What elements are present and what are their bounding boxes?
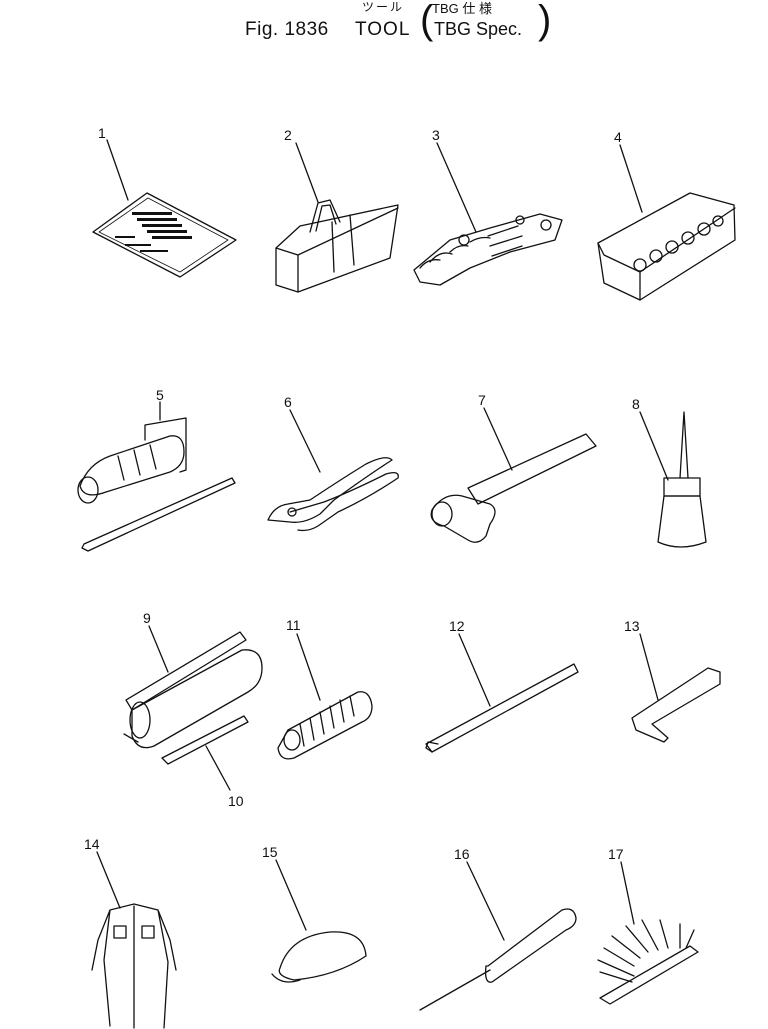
callout-4: 4	[614, 129, 622, 145]
grease-gun-icon	[123, 631, 263, 749]
leader-12	[458, 633, 491, 707]
tool-bag-icon	[275, 199, 399, 293]
callout-15: 15	[262, 844, 278, 860]
callout-12: 12	[449, 618, 465, 634]
callout-8: 8	[632, 396, 640, 412]
figure-number: Fig. 1836	[245, 19, 329, 40]
small-screwdriver-icon	[419, 908, 577, 1011]
leader-15	[275, 859, 307, 931]
callout-13: 13	[624, 618, 640, 634]
hammer-icon	[430, 433, 597, 543]
leader-9	[148, 625, 169, 673]
callout-7: 7	[478, 392, 486, 408]
figure-title: TOOL	[355, 19, 411, 40]
grease-cartridge-icon	[277, 691, 373, 760]
callout-2: 2	[284, 127, 292, 143]
callout-6: 6	[284, 394, 292, 410]
leader-1	[106, 139, 129, 201]
leader-2	[295, 142, 319, 203]
nozzle-icon	[161, 715, 249, 765]
manual-icon	[92, 192, 237, 278]
wrench-set-icon	[413, 213, 563, 286]
callout-17: 17	[608, 846, 624, 862]
bar-icon	[425, 663, 579, 753]
leader-17	[620, 861, 635, 925]
cap-icon	[271, 931, 367, 983]
leader-13	[639, 633, 659, 701]
callout-11: 11	[286, 617, 301, 633]
callout-5: 5	[156, 387, 164, 403]
leader-7	[483, 407, 513, 471]
right-paren: )	[538, 0, 552, 42]
leader-11	[296, 633, 321, 701]
spec-en: TBG Spec.	[434, 19, 523, 39]
callout-16: 16	[454, 846, 470, 862]
title-kana: ツール	[362, 0, 405, 14]
callout-3: 3	[432, 127, 440, 143]
coverall-icon	[91, 903, 177, 1029]
oil-can-icon	[657, 411, 707, 548]
leader-4	[619, 144, 643, 213]
callout-14: 14	[84, 836, 100, 852]
leader-8	[639, 411, 669, 481]
callout-1: 1	[98, 125, 106, 141]
leader-10	[205, 745, 231, 791]
pliers-icon	[267, 457, 399, 532]
leader-3	[436, 142, 477, 233]
spec-jp: TBG 仕 様	[432, 1, 492, 16]
leader-6	[289, 409, 321, 473]
leader-14	[96, 851, 121, 909]
callout-10: 10	[228, 793, 244, 809]
screwdriver-icon	[77, 417, 236, 552]
callout-9: 9	[143, 610, 151, 626]
left-paren: (	[420, 0, 434, 42]
leader-16	[466, 861, 505, 941]
figure-header: Fig. 1836 ツール TOOL ( TBG 仕 様 TBG Spec. )	[0, 0, 768, 60]
feeler-gauge-icon	[597, 919, 699, 1005]
socket-set-icon	[597, 192, 736, 301]
hex-wrench-icon	[631, 667, 721, 743]
